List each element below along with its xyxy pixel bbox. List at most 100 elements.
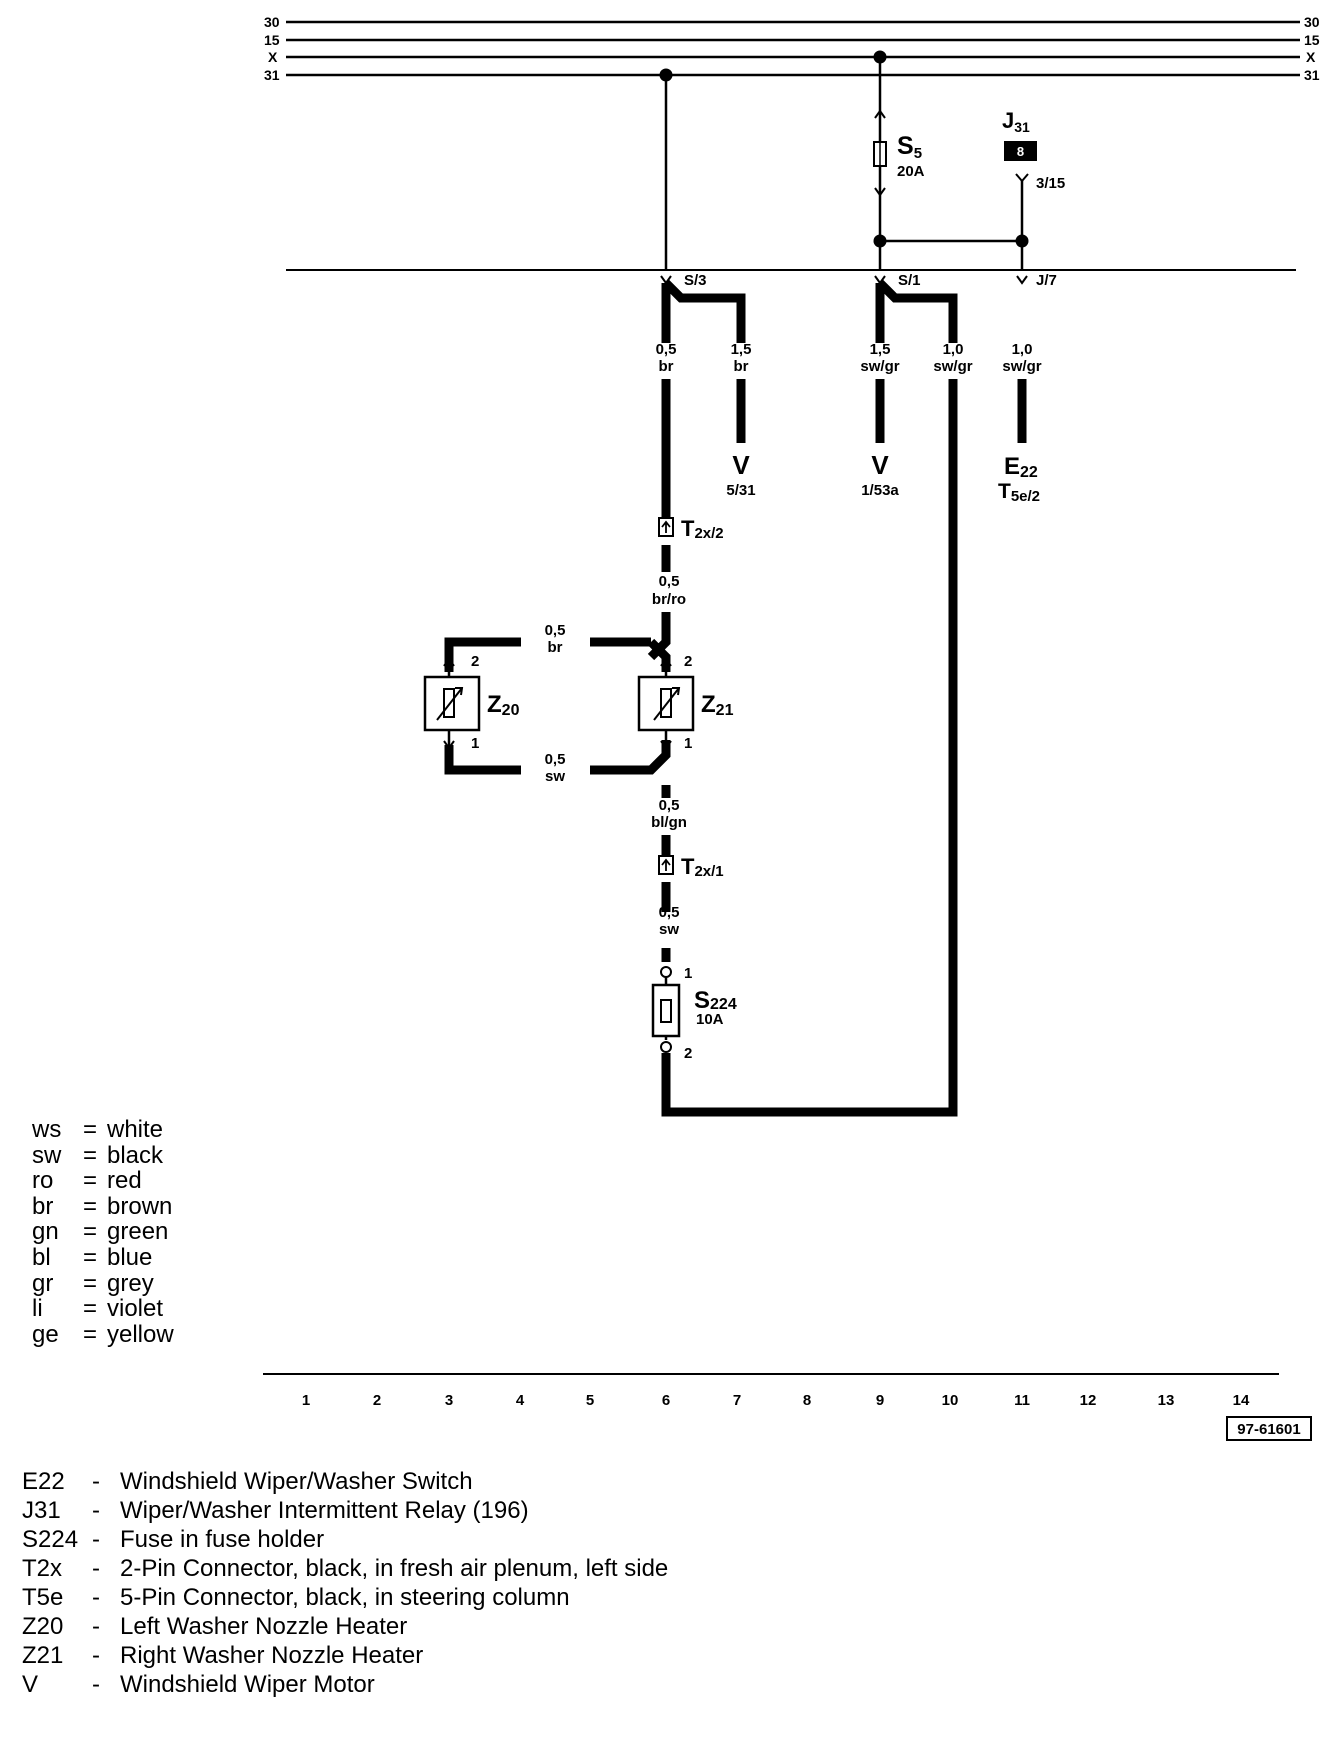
legend-color: yellow bbox=[107, 1320, 174, 1348]
key-code: Z20 bbox=[22, 1613, 64, 1640]
column-number: 13 bbox=[1158, 1392, 1175, 1409]
key-dash: - bbox=[92, 1613, 100, 1640]
j31-name: J bbox=[1002, 108, 1014, 133]
dest-v-name: V bbox=[732, 450, 750, 480]
dest-e22-sub: 22 bbox=[1020, 464, 1038, 481]
key-desc: 5-Pin Connector, black, in steering colu… bbox=[120, 1584, 570, 1611]
legend-equals: = bbox=[83, 1243, 98, 1271]
column-number: 10 bbox=[942, 1392, 959, 1409]
t2x1-name: T bbox=[681, 854, 695, 879]
relay-j31: J31 8 3/15 bbox=[1002, 108, 1065, 192]
key-code: S224 bbox=[22, 1526, 79, 1553]
terminal-s3: S/3 bbox=[684, 272, 707, 289]
dest-v-name: V bbox=[871, 450, 889, 480]
legend-row: br=brown bbox=[32, 1194, 174, 1220]
legend-row: bl=blue bbox=[32, 1245, 174, 1271]
pin-arrow-icon bbox=[874, 187, 886, 197]
legend-row: ws=white bbox=[32, 1117, 174, 1143]
key-desc: Right Washer Nozzle Heater bbox=[120, 1642, 424, 1669]
wire-size: 0,5 bbox=[545, 751, 566, 768]
z21-pin-bottom: 1 bbox=[684, 735, 692, 752]
wire-color: sw bbox=[545, 768, 565, 785]
t2x1-sub: 2x/1 bbox=[694, 863, 723, 880]
pin-arrow-icon bbox=[443, 657, 455, 667]
rail-label-15-left: 15 bbox=[264, 32, 280, 48]
pin-arrow-icon bbox=[1016, 275, 1028, 285]
legend-row: ge=yellow bbox=[32, 1322, 174, 1348]
diagram-id: 97-61601 bbox=[1237, 1421, 1300, 1438]
key-code: T2x bbox=[22, 1555, 63, 1582]
s224-pin-top: 1 bbox=[684, 965, 692, 982]
column-number: 6 bbox=[662, 1392, 670, 1409]
column-number: 3 bbox=[445, 1392, 453, 1409]
wire-size: 0,5 bbox=[656, 341, 677, 358]
legend-abbr: sw bbox=[32, 1141, 62, 1169]
legend-row: ro=red bbox=[32, 1168, 174, 1194]
wire-color: br/ro bbox=[652, 591, 686, 608]
wire-color: sw/gr bbox=[933, 358, 972, 375]
wire-size: 0,5 bbox=[545, 622, 566, 639]
pin-arrow-icon bbox=[874, 109, 886, 119]
junction-dot bbox=[1015, 234, 1029, 248]
key-desc: Left Washer Nozzle Heater bbox=[120, 1613, 408, 1640]
junction-dot bbox=[873, 50, 887, 64]
j31-sub: 31 bbox=[1014, 119, 1030, 135]
legend-equals: = bbox=[83, 1218, 98, 1246]
z21-sub: 21 bbox=[716, 702, 734, 719]
connector-t2x-2: T2x/2 bbox=[658, 516, 724, 542]
svg-text:T2x/1: T2x/1 bbox=[681, 854, 724, 880]
junction-dots bbox=[659, 50, 1029, 248]
legend-abbr: ws bbox=[32, 1116, 62, 1143]
wire-color: sw/gr bbox=[860, 358, 899, 375]
dest-t5e-name: T bbox=[998, 480, 1011, 503]
connector-t2x-1: T2x/1 bbox=[658, 854, 724, 880]
legend-color: blue bbox=[107, 1243, 153, 1271]
legend-equals: = bbox=[83, 1141, 98, 1169]
rail-label-x-left: X bbox=[268, 49, 278, 65]
wire-size: 1,5 bbox=[731, 341, 752, 358]
legend-abbr: ro bbox=[32, 1167, 54, 1195]
key-code: J31 bbox=[22, 1497, 61, 1524]
column-number: 5 bbox=[586, 1392, 594, 1409]
wire-size: 0,5 bbox=[659, 904, 680, 921]
z21-pin-top: 2 bbox=[684, 653, 692, 670]
destination-refs: V 5/31 V 1/53a E22 T5e/2 bbox=[726, 450, 1040, 505]
rail-label-30-left: 30 bbox=[264, 14, 280, 30]
key-code: T5e bbox=[22, 1584, 64, 1611]
heater-z21: 2 1 Z21 bbox=[637, 653, 734, 752]
svg-text:S5: S5 bbox=[897, 132, 922, 162]
s224-name: S bbox=[694, 987, 710, 1014]
svg-text:J31: J31 bbox=[1002, 108, 1030, 135]
s224-pin-bottom: 2 bbox=[684, 1045, 692, 1062]
s5-sub: 5 bbox=[914, 145, 922, 162]
legend-abbr: li bbox=[32, 1295, 43, 1323]
dest-e22-name: E bbox=[1004, 453, 1020, 480]
pin-arrow-icon bbox=[660, 740, 672, 750]
pin-arrow-icon bbox=[660, 657, 672, 667]
legend-abbr: gr bbox=[32, 1269, 54, 1297]
rail-label-15-right: 15 bbox=[1304, 32, 1320, 48]
key-dash: - bbox=[92, 1642, 100, 1669]
color-legend: ws=white sw=black ro=red br=brown gn=gre… bbox=[32, 1117, 174, 1347]
key-dash: - bbox=[92, 1671, 100, 1698]
key-row: T2x-2-Pin Connector, black, in fresh air… bbox=[22, 1554, 742, 1583]
pin-arrow-icon bbox=[443, 740, 455, 750]
key-row: V-Windshield Wiper Motor bbox=[22, 1670, 742, 1699]
svg-text:T2x/2: T2x/2 bbox=[681, 516, 724, 542]
legend-color: grey bbox=[107, 1269, 154, 1297]
column-number: 7 bbox=[733, 1392, 741, 1409]
column-number: 9 bbox=[876, 1392, 884, 1409]
key-row: Z21-Right Washer Nozzle Heater bbox=[22, 1641, 742, 1670]
rail-label-31-left: 31 bbox=[264, 67, 280, 83]
rail-label-x-right: X bbox=[1306, 49, 1316, 65]
harness-wires bbox=[444, 279, 1027, 1117]
key-desc: Windshield Wiper/Washer Switch bbox=[120, 1468, 473, 1495]
wire-labels: 0,5 br 1,5 br 1,5 sw/gr 1,0 sw/gr 1,0 sw… bbox=[545, 341, 1042, 938]
legend-abbr: gn bbox=[32, 1218, 59, 1246]
wire-color: br bbox=[548, 639, 563, 656]
key-dash: - bbox=[92, 1497, 100, 1524]
svg-text:S224: S224 bbox=[694, 987, 737, 1014]
rail-label-30-right: 30 bbox=[1304, 14, 1320, 30]
